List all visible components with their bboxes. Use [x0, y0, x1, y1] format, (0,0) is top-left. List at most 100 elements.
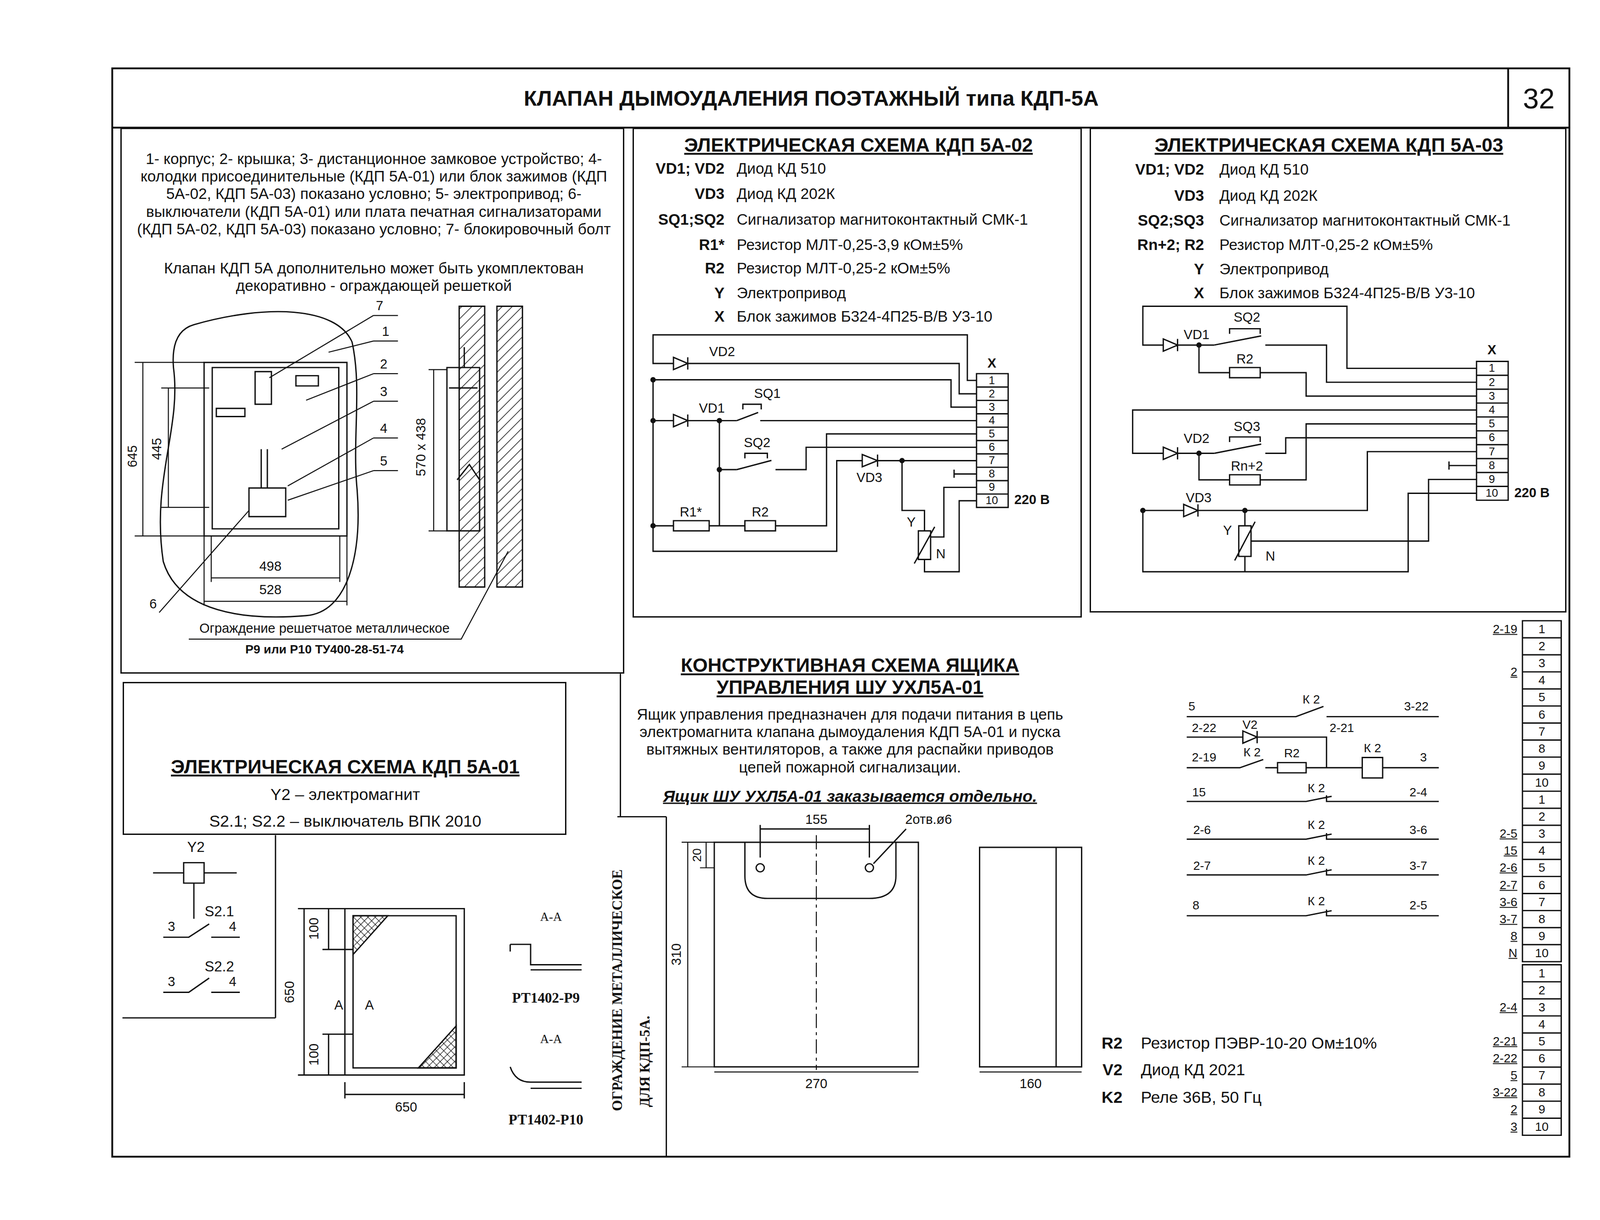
terminal-number: 7	[1538, 1068, 1546, 1083]
dimension: 528	[259, 582, 282, 598]
note: Р9 или Р10 ТУ400-28-51-74	[245, 641, 404, 656]
wire-number: 2-21	[1329, 720, 1354, 735]
signal-name: VD2	[709, 344, 735, 360]
terminal-number: 9	[1538, 758, 1546, 773]
contact-name: К 2	[1307, 780, 1326, 796]
component-code: R2	[1101, 1033, 1123, 1053]
dimension: 20	[689, 848, 705, 863]
terminal-number: 5	[1488, 417, 1496, 430]
schematic-5a03-symbols	[1163, 328, 1509, 560]
pin-number: 3	[167, 918, 176, 934]
signal-name: R2	[751, 504, 769, 520]
callout-number: 7	[375, 298, 384, 314]
signal-name: Y	[1223, 522, 1233, 538]
control-box-dimensions	[681, 842, 1082, 1072]
wire-number: 2-19	[1492, 621, 1518, 637]
component-code: SQ1;SQ2	[658, 210, 725, 228]
wall-section	[459, 306, 523, 588]
terminal-number: 3	[988, 400, 996, 414]
terminal-number: 6	[1538, 1051, 1546, 1066]
signal-name: VD3	[1185, 490, 1212, 506]
signal-name: SQ2	[743, 435, 771, 451]
signal-name: SQ3	[1233, 418, 1261, 435]
contact-name: К 2	[1363, 740, 1382, 756]
wire-number: 2-7	[1499, 877, 1518, 892]
signal-name: S2.2	[204, 958, 235, 975]
wire-number: 8	[1510, 928, 1518, 943]
terminal-number: 8	[988, 467, 996, 481]
wire-number: 15	[1503, 843, 1518, 858]
valve-front	[203, 362, 347, 537]
dimension: 498	[259, 558, 282, 574]
terminal-number: 3	[1488, 389, 1496, 403]
wire-number: 3-22	[1403, 699, 1429, 714]
terminal-number: 2	[1488, 375, 1496, 389]
dimension: 650	[395, 1099, 418, 1115]
opening-outline	[160, 311, 358, 617]
terminal-strips	[1522, 620, 1561, 1136]
contact-name: К 2	[1243, 745, 1261, 760]
centre-line	[815, 834, 817, 1070]
dimension: 155	[805, 811, 828, 827]
component-code: Y	[714, 283, 725, 302]
terminal-number: 6	[1538, 706, 1546, 722]
component-description: Диод КД 202К	[1219, 186, 1318, 205]
dimension: 310	[668, 943, 685, 966]
signal-name: R2	[1236, 351, 1254, 367]
dimension: 570 x 438	[413, 418, 430, 477]
signal-name: VD1	[699, 400, 725, 416]
terminal-number: 5	[1538, 689, 1546, 705]
component-description: Резистор МЛТ-0,25-3,9 кОм±5%	[736, 236, 963, 254]
terminal-number: 1	[988, 373, 996, 387]
component-description: Реле 36В, 50 Гц	[1140, 1087, 1262, 1107]
grille-mesh	[353, 915, 457, 1068]
wire-number: 2-5	[1409, 898, 1428, 913]
panel-text: Клапан КДП 5А дополнительно может быть у…	[134, 259, 614, 295]
wire-number: 15	[1192, 784, 1206, 799]
component-code: Y	[1193, 260, 1205, 278]
wire-number: 2-6	[1192, 822, 1211, 837]
terminal-number: 4	[1538, 672, 1546, 688]
component-description: Диод КД 202К	[736, 185, 836, 203]
signal-name: SQ1	[754, 386, 781, 402]
schematic-5a02-symbols	[673, 357, 1009, 564]
contact-name: К 2	[1307, 853, 1326, 868]
wire-number: 5	[1188, 699, 1196, 714]
sheet-number: 32	[1522, 82, 1555, 116]
wire-number: 2-4	[1499, 1000, 1518, 1015]
terminal-number: 3	[1538, 655, 1546, 671]
component-description: Электропривод	[1219, 260, 1329, 278]
linework	[112, 68, 1570, 1157]
wire-number: 3-7	[1409, 858, 1428, 873]
terminal-number: 1	[1488, 361, 1496, 375]
terminal-number: 10	[1535, 1119, 1550, 1134]
panel-text: S2.1; S2.2 – выключатель ВПК 2010	[209, 811, 481, 831]
terminal-number: 1	[1538, 965, 1546, 980]
voltage: 220 В	[1014, 492, 1050, 508]
profile-sections	[510, 944, 582, 1088]
signal-name: VD2	[1183, 431, 1210, 447]
terminal-number: 7	[1538, 723, 1546, 739]
terminal-number: 9	[988, 480, 996, 494]
terminal-number: 3	[1538, 826, 1546, 841]
terminal-number: 9	[1488, 472, 1496, 486]
signal-name: X	[987, 355, 996, 371]
component-description: Сигнализатор магнитоконтактный СМК-1	[736, 210, 1029, 228]
signal-name: SQ2	[1233, 309, 1261, 325]
signal-name: N	[936, 546, 946, 562]
terminal-number: 10	[1535, 945, 1550, 961]
callout-number: 4	[379, 420, 388, 436]
component-description: Блок зажимов Б324-4П25-В/В У3-10	[1219, 283, 1475, 302]
wire-number: 3-22	[1492, 1085, 1518, 1100]
wire-number: 2	[1510, 664, 1518, 679]
pin-number: 4	[228, 973, 237, 990]
note: Ящик ШУ УХЛ5А-01 заказывается отдельно.	[662, 786, 1037, 806]
section-mark: А-А	[540, 909, 562, 924]
signal-name: VD3	[856, 469, 882, 486]
dimension: 445	[149, 437, 165, 460]
component-description: Электропривод	[736, 283, 847, 302]
wire-number: 8	[1192, 898, 1200, 913]
panel-heading: ЭЛЕКТРИЧЕСКАЯ СХЕМА КДП 5А-02	[684, 134, 1033, 157]
terminal-number: 4	[1488, 403, 1496, 417]
grille-drawing	[298, 908, 465, 1098]
